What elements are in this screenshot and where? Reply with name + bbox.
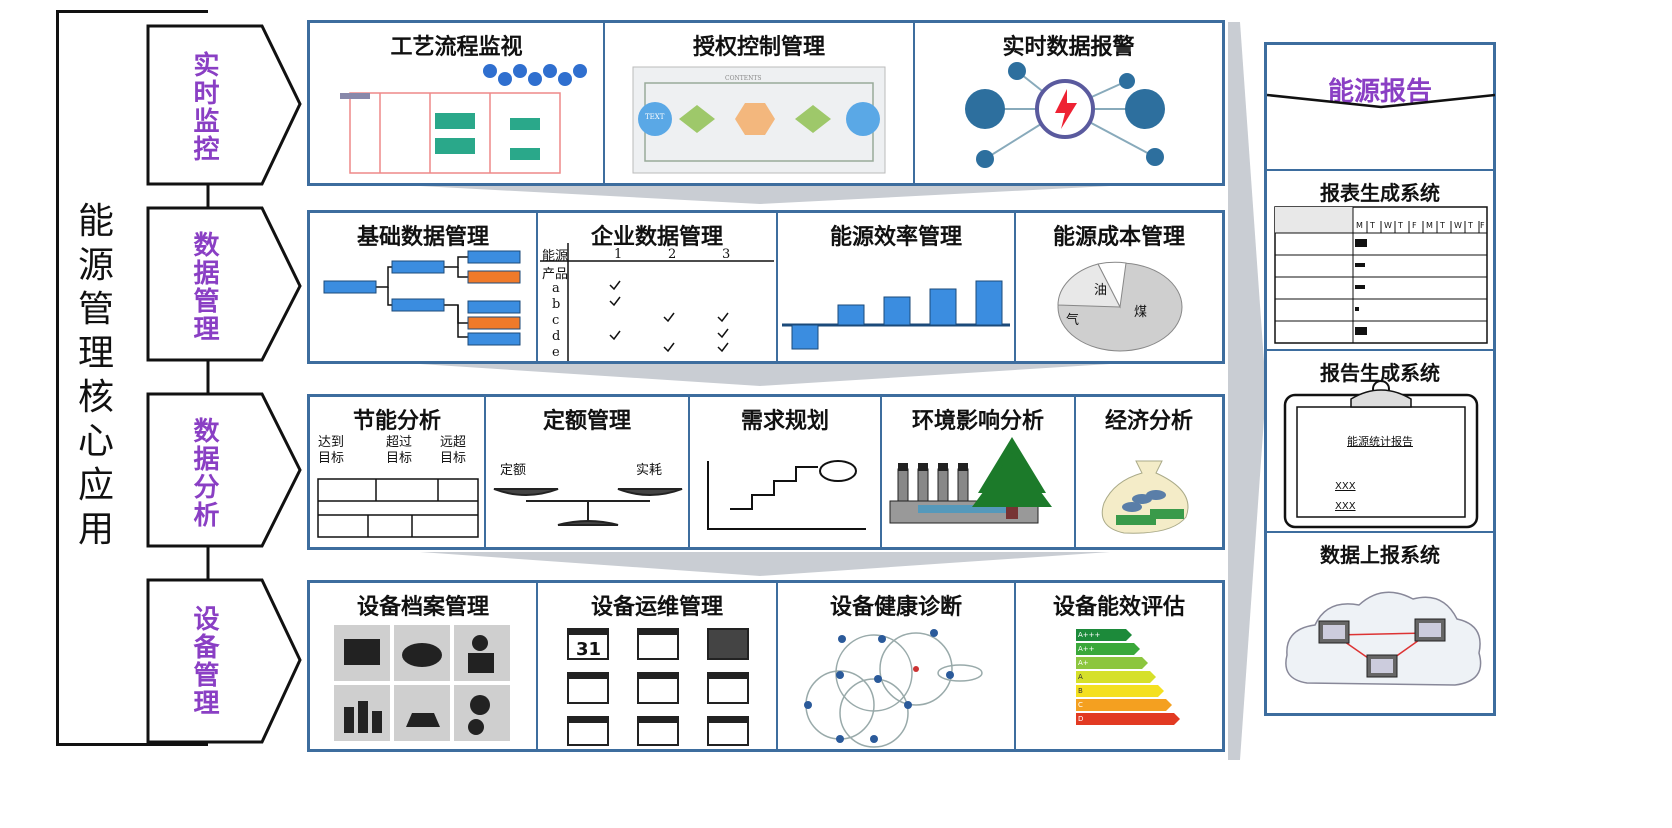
efficiency-bar-icon xyxy=(782,280,1010,350)
flow-chart-icon xyxy=(632,66,886,174)
report-doc-title: 能源统计报告 xyxy=(1347,435,1413,448)
section-report-generate[interactable]: 报告生成系统 能源统计报告 XXX XXX xyxy=(1267,351,1493,533)
category-arrow-1 xyxy=(146,24,302,186)
report-table-icon xyxy=(1274,206,1488,344)
cell-energy-saving[interactable]: 节能分析 达到目标 超过目标 远超目标 xyxy=(310,397,486,547)
cell-equipment-health[interactable]: 设备健康诊断 xyxy=(778,583,1016,749)
cell-auth-control[interactable]: 授权控制管理 TEXT CONTENTS xyxy=(605,23,915,183)
category-label-3: 数据分析 xyxy=(189,417,219,529)
cell-demand-planning[interactable]: 需求规划 xyxy=(690,397,882,547)
calendar-number: 31 xyxy=(576,639,602,660)
alarm-hub-icon xyxy=(965,62,1165,168)
section-report-table[interactable]: 报表生成系统 M T W T F M T W T F xyxy=(1267,171,1493,351)
cell-energy-efficiency[interactable]: 能源效率管理 xyxy=(778,213,1016,361)
archive-icons-grid xyxy=(334,625,510,741)
main-title-box xyxy=(56,10,208,746)
tree-diagram-icon xyxy=(323,250,521,346)
matrix-grid-icon xyxy=(540,243,774,361)
row-data-management: 基础数据管理 企业数据管理 能源 产品 1 2 3 a xyxy=(307,210,1225,364)
row-equipment-management: 设备档案管理 设备运维管理 31 设备健康诊断 xyxy=(307,580,1225,752)
money-bag-icon xyxy=(1101,460,1189,534)
section-data-upload[interactable]: 数据上报系统 xyxy=(1267,533,1493,713)
pie-label-oil: 油 xyxy=(1094,283,1108,298)
report-header[interactable]: 能源报告 xyxy=(1267,45,1495,171)
calendar-icons-grid xyxy=(567,628,749,746)
cell-equipment-maintenance[interactable]: 设备运维管理 31 xyxy=(538,583,778,749)
balance-scale-icon xyxy=(493,488,683,526)
pie-label-coal: 煤 xyxy=(1134,305,1148,320)
cell-economic-analysis[interactable]: 经济分析 xyxy=(1076,397,1222,547)
cell-equipment-efficiency[interactable]: 设备能效评估 A+++ A++ A+ A B C D xyxy=(1016,583,1222,749)
category-label-2: 数据管理 xyxy=(189,231,219,343)
row-data-analysis: 节能分析 达到目标 超过目标 远超目标 定额管理 定额 实耗 xyxy=(307,394,1225,550)
energy-label-bars xyxy=(1076,629,1180,725)
energy-report-column: 能源报告 报表生成系统 M T W T F M T W T F 报告生成系统 xyxy=(1264,42,1496,716)
process-diagram-icon xyxy=(340,64,587,174)
cell-energy-cost[interactable]: 能源成本管理 油 煤 气 xyxy=(1016,213,1222,361)
category-arrow-2 xyxy=(146,206,302,362)
report-header-banner xyxy=(1267,93,1495,109)
cell-realtime-alarm[interactable]: 实时数据报警 xyxy=(915,23,1222,183)
cell-quota-management[interactable]: 定额管理 定额 实耗 xyxy=(486,397,690,547)
cell-enterprise-data[interactable]: 企业数据管理 能源 产品 1 2 3 a b c d e xyxy=(538,213,778,361)
clipboard-icon xyxy=(1283,380,1479,529)
pie-label-gas: 气 xyxy=(1066,313,1080,328)
saving-table-icon xyxy=(317,478,479,538)
category-label-4: 设备管理 xyxy=(189,605,219,717)
network-circles-icon xyxy=(804,629,983,748)
category-arrow-4 xyxy=(146,578,302,744)
category-arrow-3 xyxy=(146,392,302,548)
cell-equipment-archive[interactable]: 设备档案管理 xyxy=(310,583,538,749)
cell-environment-impact[interactable]: 环境影响分析 xyxy=(882,397,1076,547)
cell-process-monitor[interactable]: 工艺流程监视 xyxy=(310,23,605,183)
row-realtime-monitor: 工艺流程监视 授权控制管理 TEXT CONTENTS 实时数据报警 xyxy=(307,20,1225,186)
category-label-1: 实时监控 xyxy=(189,51,219,163)
factory-tree-icon xyxy=(889,437,1052,524)
stair-chart-icon xyxy=(707,460,866,530)
cell-base-data[interactable]: 基础数据管理 xyxy=(310,213,538,361)
main-title: 能源管理核心应用 xyxy=(77,201,114,550)
cloud-network-icon xyxy=(1285,591,1482,686)
cost-pie-icon xyxy=(1057,261,1183,352)
